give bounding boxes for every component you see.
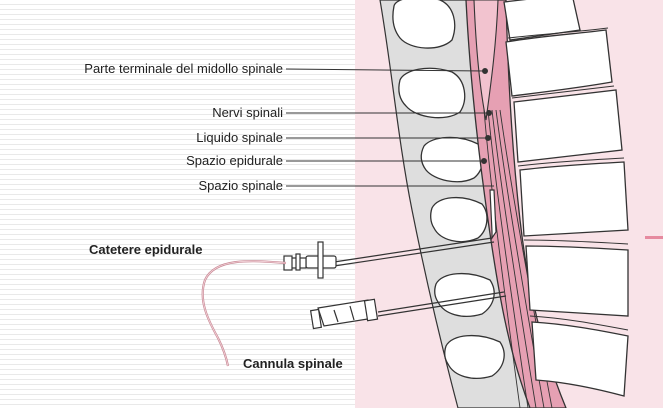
spinous-process [393, 0, 455, 48]
vertebral-body [520, 162, 628, 236]
spinous-process [431, 198, 487, 242]
vertebral-body [514, 90, 622, 162]
label-spinal-cannula: Cannula spinale [243, 356, 343, 371]
label-spinal-fluid: Liquido spinale [196, 130, 283, 145]
label-terminal-cord: Parte terminale del midollo spinale [84, 61, 283, 76]
epidural-catheter-tube [203, 261, 286, 366]
label-epidural-space: Spazio epidurale [186, 153, 283, 168]
label-spinal-space: Spazio spinale [198, 178, 283, 193]
label-spinal-nerves: Nervi spinali [212, 105, 283, 120]
vertebral-body [506, 30, 612, 96]
label-epidural-catheter: Catetere epidurale [89, 242, 202, 257]
vertebral-body [526, 246, 628, 316]
